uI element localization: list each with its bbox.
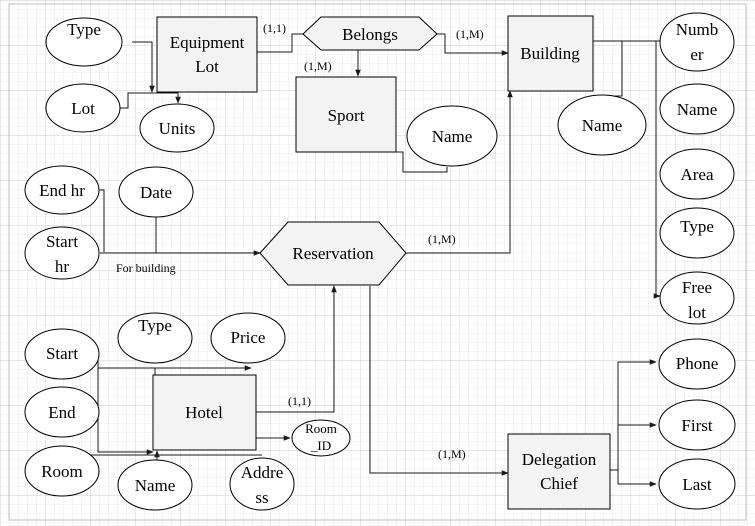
attribute-building-name[interactable]: Name <box>557 94 647 156</box>
entity-hotel[interactable]: Hotel <box>152 374 257 451</box>
attribute-hotel-name-label: Name <box>135 476 176 495</box>
attribute-start[interactable]: Start <box>24 328 100 380</box>
attribute-type-b[interactable]: Type <box>659 207 735 259</box>
edge-belongs-to-building <box>437 33 509 56</box>
entity-equipment-lot-line1: Equipment <box>170 33 245 52</box>
cardinality-belongs-sport: (1,M) <box>304 59 332 73</box>
attribute-end-hr[interactable]: End hr <box>24 165 100 215</box>
attribute-date[interactable]: Date <box>118 166 194 218</box>
attribute-sport-name-label: Name <box>432 127 473 146</box>
attribute-area[interactable]: Area <box>659 148 735 200</box>
attribute-end-label: End <box>48 403 76 422</box>
edge-hotel-to-reservation <box>256 285 337 413</box>
relationship-belongs[interactable]: Belongs <box>302 16 438 51</box>
attribute-type-equipment-label: Type <box>67 20 101 39</box>
relationship-belongs-label: Belongs <box>342 25 398 44</box>
attribute-type-equipment[interactable]: Type <box>45 17 123 67</box>
attribute-building-name-label: Name <box>582 116 623 135</box>
attribute-phone[interactable]: Phone <box>658 338 736 390</box>
attribute-date-label: Date <box>140 183 172 202</box>
attribute-free-lot[interactable]: Free lot <box>659 271 735 325</box>
attribute-lot[interactable]: Lot <box>45 83 121 133</box>
edge-lot-to-units <box>120 92 181 109</box>
edge-endhr-to-reservation <box>98 189 105 252</box>
attribute-number-line2: er <box>690 45 704 64</box>
entity-sport-label: Sport <box>328 106 365 125</box>
attribute-end[interactable]: End <box>24 386 100 438</box>
attribute-first-label: First <box>681 416 712 435</box>
entity-delegation-chief-line2: Chief <box>540 474 578 493</box>
entity-building-label: Building <box>520 44 580 63</box>
edge-attribute-bus <box>653 41 661 299</box>
relationship-reservation[interactable]: Reservation <box>259 221 407 286</box>
cardinality-hotel-reservation: (1,1) <box>288 394 311 408</box>
attribute-first[interactable]: First <box>658 399 736 451</box>
cardinality-reservation-chief: (1,M) <box>438 447 466 461</box>
edge-sportname-to-sport <box>396 151 448 173</box>
relationship-reservation-label: Reservation <box>292 244 374 263</box>
attribute-room-id-line2: _ID <box>310 438 331 453</box>
attribute-address[interactable]: Addre ss <box>229 457 295 511</box>
attribute-last-label: Last <box>682 475 712 494</box>
attribute-type-hotel[interactable]: Type <box>117 312 193 364</box>
attribute-units-label: Units <box>159 119 196 138</box>
attribute-units[interactable]: Units <box>139 103 215 153</box>
connectors <box>88 33 661 487</box>
attribute-number[interactable]: Numb er <box>659 12 735 72</box>
edge-reservation-to-chief <box>369 286 509 476</box>
edge-equipment-to-belongs <box>257 33 303 53</box>
attribute-free-lot-line1: Free <box>682 278 712 297</box>
attribute-type-hotel-label: Type <box>138 316 172 335</box>
canvas-frame <box>8 3 747 521</box>
attribute-hotel-name[interactable]: Name <box>117 459 193 511</box>
entity-delegation-chief[interactable]: Delegation Chief <box>507 433 611 510</box>
attribute-type-b-label: Type <box>680 217 714 236</box>
edge-chief-to-last <box>610 469 657 487</box>
attribute-last[interactable]: Last <box>658 458 736 510</box>
attribute-address-line1: Addre <box>241 463 283 482</box>
attribute-phone-label: Phone <box>676 354 719 373</box>
cardinality-belongs-building: (1,M) <box>456 27 484 41</box>
edge-reservation-to-building <box>406 90 513 254</box>
attribute-number-line1: Numb <box>676 20 719 39</box>
attribute-price[interactable]: Price <box>210 312 286 364</box>
attribute-start-hr-line2: hr <box>55 257 70 276</box>
attribute-room-label: Room <box>41 462 83 481</box>
attribute-room-id[interactable]: Room _ID <box>291 419 351 457</box>
entity-delegation-chief-line1: Delegation <box>522 450 597 469</box>
attribute-end-hr-label: End hr <box>39 181 85 200</box>
entity-sport[interactable]: Sport <box>295 76 397 153</box>
edge-end-to-hotel <box>97 408 154 455</box>
entity-equipment-lot-line2: Lot <box>195 57 219 76</box>
attribute-name-b[interactable]: Name <box>659 83 735 135</box>
attribute-start-hr-line1: Start <box>46 232 78 251</box>
entity-building[interactable]: Building <box>507 15 594 92</box>
attribute-address-line2: ss <box>255 488 268 507</box>
edge-type-to-equipment <box>132 41 155 93</box>
entity-equipment-lot[interactable]: Equipment Lot <box>156 16 258 93</box>
attribute-sport-name[interactable]: Name <box>406 105 498 167</box>
attribute-start-hr[interactable]: Start hr <box>24 226 100 280</box>
attribute-name-b-label: Name <box>677 100 718 119</box>
attribute-area-label: Area <box>680 165 713 184</box>
attribute-room[interactable]: Room <box>24 445 100 497</box>
attribute-price-label: Price <box>231 328 266 347</box>
attribute-free-lot-line2: lot <box>688 303 706 322</box>
attribute-lot-label: Lot <box>71 99 95 118</box>
cardinality-reservation-building: (1,M) <box>428 232 456 246</box>
attribute-start-label: Start <box>46 344 78 363</box>
annotation-for-building: For building <box>116 261 176 275</box>
attribute-room-id-line1: Room <box>305 421 337 436</box>
cardinality-equipment-belongs: (1,1) <box>263 21 286 35</box>
entity-hotel-label: Hotel <box>185 403 223 422</box>
